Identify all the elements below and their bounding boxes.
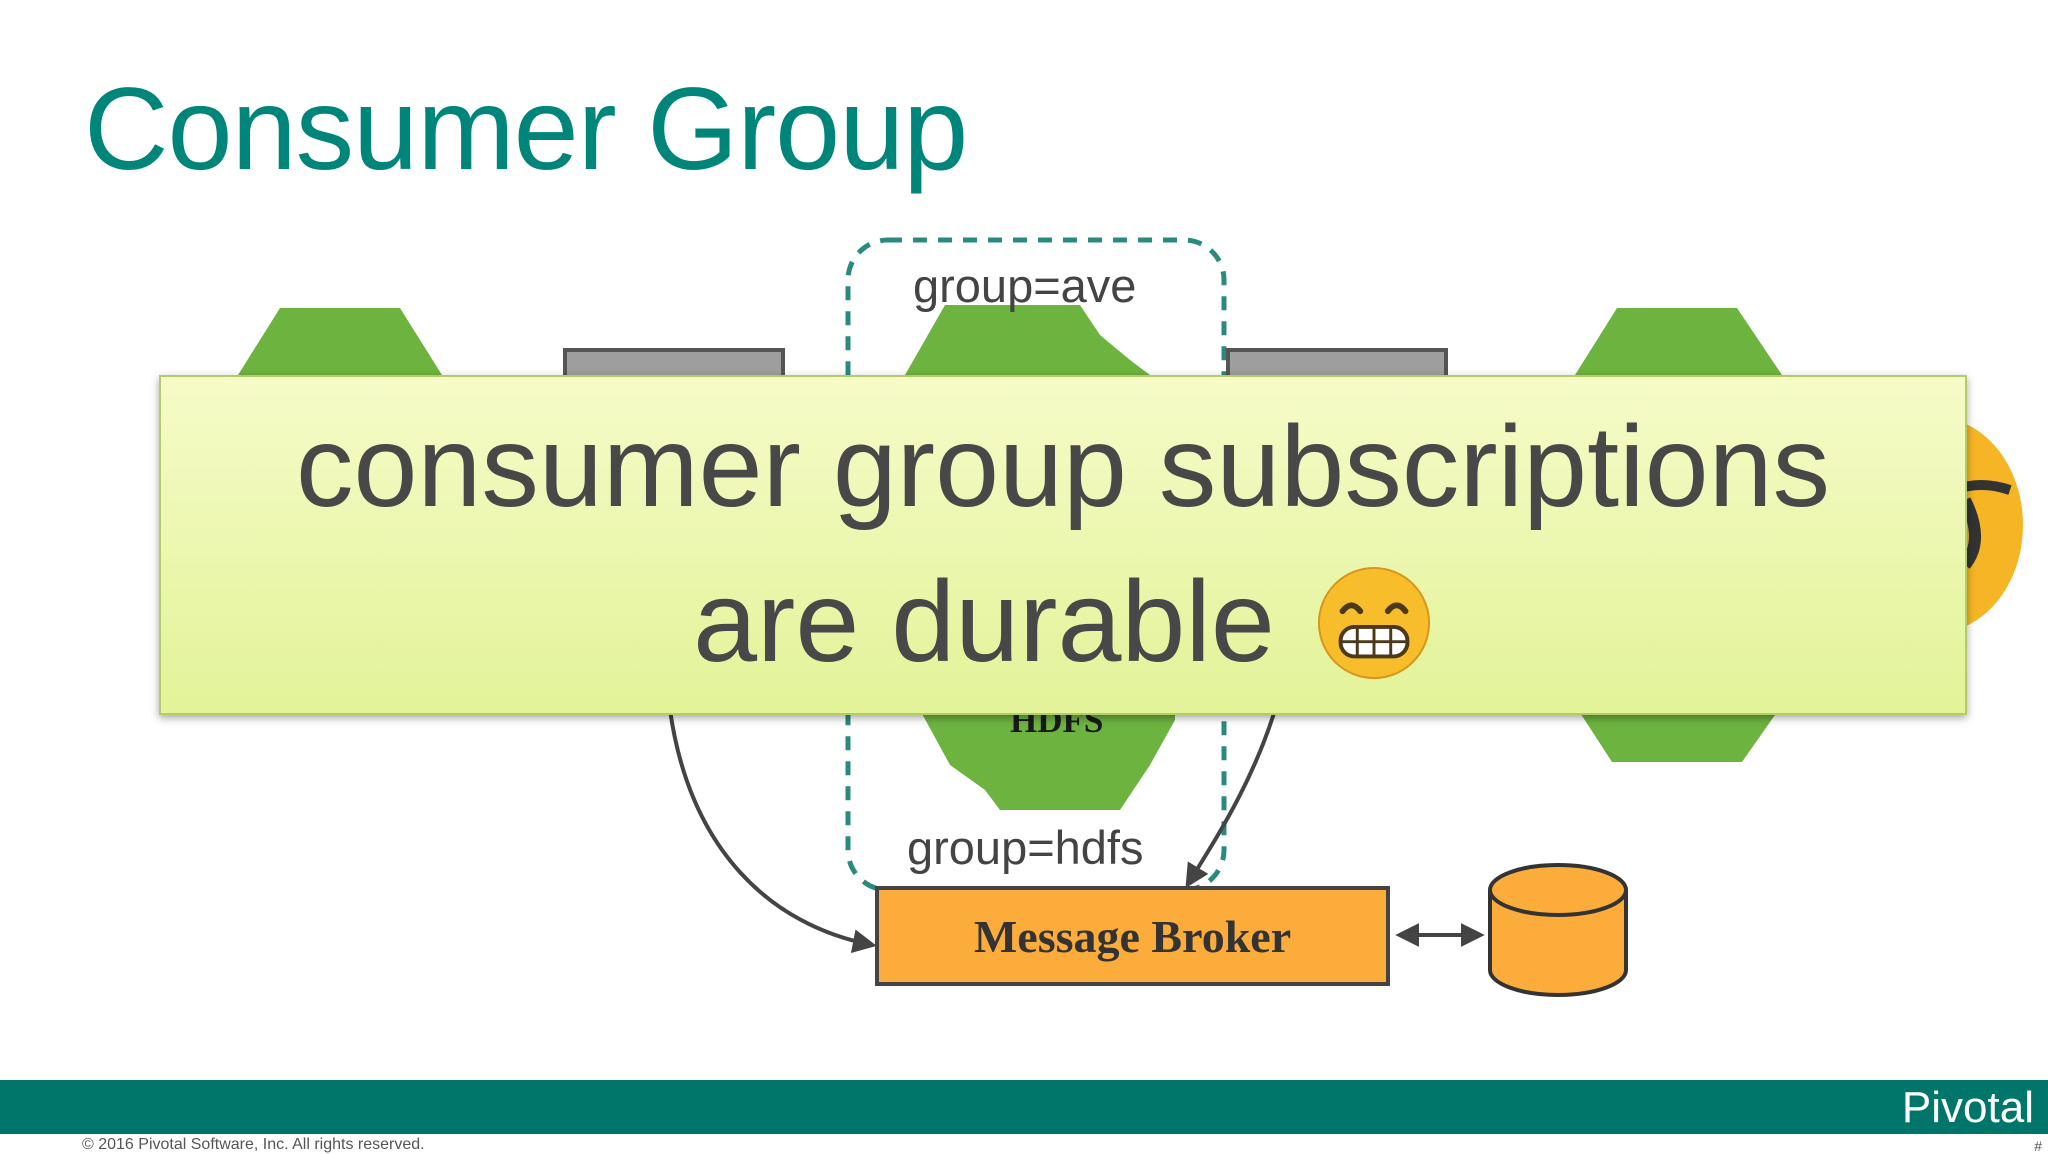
footer-bar <box>0 1080 2048 1134</box>
caption-line-1: consumer group subscriptions <box>295 403 1831 531</box>
slide-title: Consumer Group <box>84 63 968 194</box>
grinning-face-icon <box>1317 566 1430 679</box>
group-hdfs-label: group=hdfs <box>907 821 1144 874</box>
pivotal-logo: Pivotal <box>1901 1083 2034 1132</box>
message-broker-label: Message Broker <box>973 910 1292 962</box>
group-ave-label: group=ave <box>913 259 1137 312</box>
caption-line-2: are durable <box>693 558 1275 686</box>
caption-overlay: consumer group subscriptions are durable <box>159 375 1967 715</box>
database-cylinder-icon <box>1488 863 1628 997</box>
caption-line-2-row: are durable <box>693 545 1433 700</box>
copyright-text: © 2016 Pivotal Software, Inc. All rights… <box>82 1136 425 1153</box>
hdfs-hexagon-icon <box>920 700 1175 810</box>
right-flow-arrow <box>1185 699 1280 889</box>
left-flow-arrow <box>668 709 877 954</box>
message-broker-box: Message Broker <box>875 886 1390 986</box>
page-number: # <box>2034 1138 2042 1154</box>
